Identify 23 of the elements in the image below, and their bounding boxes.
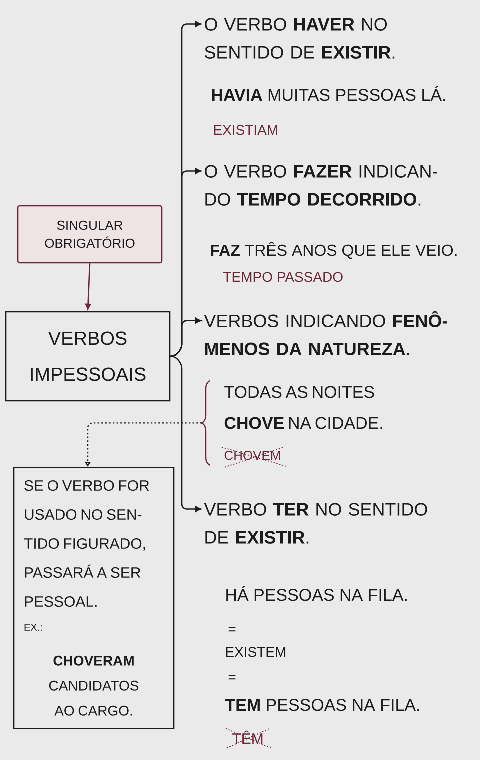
example-sentence: FAZ TRÊS ANOS QUE ELE VEIO.	[211, 242, 457, 260]
note-box	[13, 467, 175, 730]
annotation-text: EXISTIAM	[214, 125, 278, 136]
annotation-text: TEMPO PASSADO	[224, 272, 343, 282]
example-sentence: HAVIA MUITAS PESSOAS LÁ.	[212, 86, 446, 102]
arrow	[85, 264, 92, 310]
example-label: EX.:	[24, 624, 42, 631]
text-box: SINGULAR OBRIGATÓRIO	[17, 205, 163, 264]
arrow	[170, 318, 202, 358]
example-sentence: TODAS AS NOITES CHOVE NA CIDADE.	[224, 386, 382, 430]
text-box: VERBOS IMPESSOAIS	[5, 311, 171, 402]
note-text: SE O VERBO FOR USADO NO SEN- TIDO FIGURADO, PASSARÁ A SER PESSOAL.	[24, 480, 150, 608]
statement-text: VERBO TER NO SENTIDO DE EXISTIR.	[204, 503, 428, 544]
equals-sign: =	[228, 627, 236, 632]
equals-sign: =	[228, 675, 236, 680]
example-word: EXISTEM	[226, 647, 286, 658]
statement-text: VERBOS INDICANDO FENÔ- MENOS DA NATUREZA.	[204, 311, 448, 356]
example-sentence: TEM PESSOAS NA FILA.	[225, 699, 420, 712]
statement-text: O VERBO HAVER NO SENTIDO DE EXISTIR.	[205, 18, 395, 59]
example-sentence: HÁ PESSOAS NA FILA.	[226, 586, 407, 602]
statement-text: O VERBO FAZER INDICAN- DO TEMPO DECORRIDO.	[205, 165, 438, 206]
arrow	[170, 356, 202, 512]
example-sentence: CHOVERAM CANDIDATOS AO CARGO.	[49, 656, 139, 716]
